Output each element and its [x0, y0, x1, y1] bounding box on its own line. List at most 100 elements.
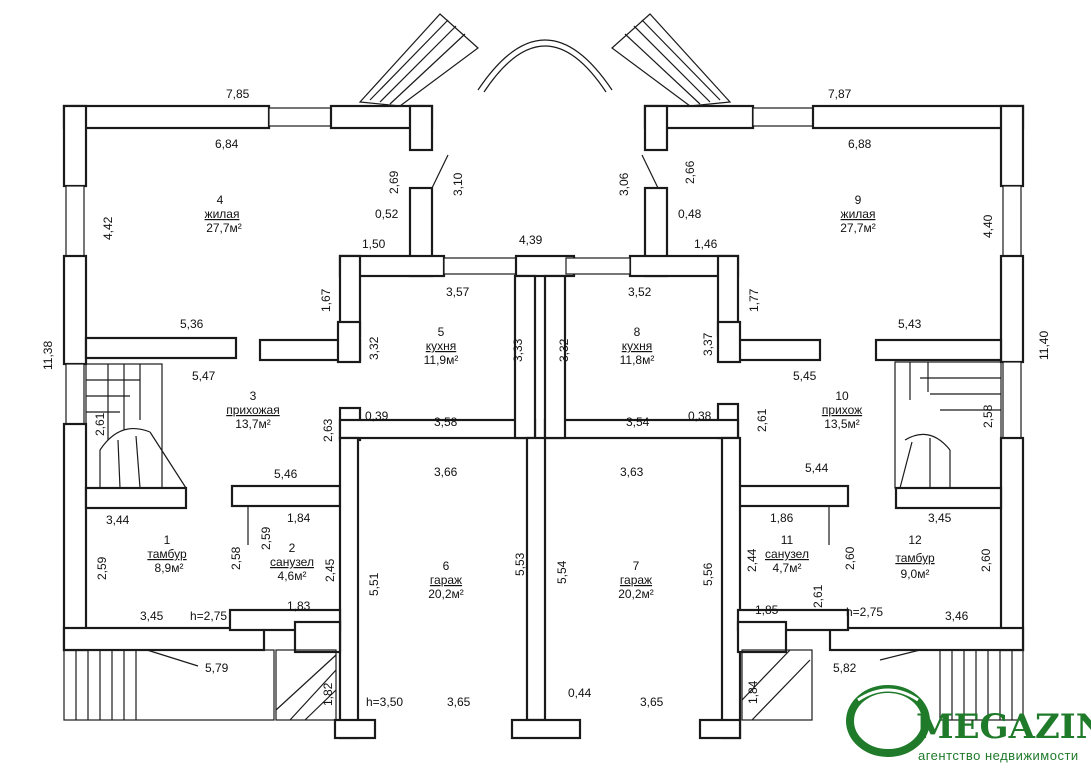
dim-label: 3,33: [511, 338, 525, 362]
svg-text:12: 12: [908, 533, 922, 547]
dim-label: 5,79: [205, 661, 229, 675]
svg-text:4,6м²: 4,6м²: [278, 569, 307, 583]
dim-label: 3,54: [626, 415, 650, 429]
dim-label: 5,44: [805, 461, 829, 475]
svg-text:жилая: жилая: [841, 207, 876, 221]
dim-label: 5,82: [833, 661, 857, 675]
dim-label: h=3,50: [366, 695, 403, 709]
svg-text:прихожая: прихожая: [226, 403, 279, 417]
svg-text:жилая: жилая: [205, 207, 240, 221]
entrance-steps-right: [741, 649, 1024, 721]
dim-label: 11,38: [41, 341, 55, 370]
dim-label: 1,67: [319, 288, 333, 312]
dim-label: 3,45: [928, 511, 952, 525]
dim-label: 2,60: [979, 548, 993, 572]
dim-label: 1,82: [321, 682, 335, 706]
svg-text:3: 3: [250, 389, 257, 403]
stairs-right: [894, 361, 1002, 489]
svg-text:1: 1: [164, 533, 171, 547]
dim-label: 5,45: [793, 369, 817, 383]
dim-label: 5,46: [274, 467, 298, 481]
dim-label: 5,43: [898, 317, 922, 331]
dim-label: 3,44: [106, 513, 130, 527]
svg-text:гараж: гараж: [430, 573, 462, 587]
dim-label: 7,85: [226, 87, 250, 101]
dim-label: 2,44: [745, 548, 759, 572]
dim-label: 3,06: [617, 172, 631, 196]
svg-text:11,9м²: 11,9м²: [424, 353, 459, 367]
svg-text:27,7м²: 27,7м²: [206, 221, 242, 235]
dim-label: 5,36: [180, 317, 204, 331]
logo-tagline: агентство недвижимости: [918, 748, 1079, 763]
dim-label: 3,32: [367, 336, 381, 360]
svg-text:8,9м²: 8,9м²: [155, 561, 184, 575]
dim-label: 2,63: [321, 418, 335, 442]
dim-label: 3,57: [446, 285, 470, 299]
dim-label: 0,44: [568, 686, 592, 700]
dim-label: 5,47: [192, 369, 216, 383]
svg-text:тамбур: тамбур: [147, 547, 187, 561]
dimensions: 7,85 7,87 6,84 6,88 11,38 11,40 4,42 4,4…: [41, 87, 1051, 709]
room-12: 12 тамбур 9,0м²: [895, 533, 935, 581]
svg-text:11: 11: [781, 533, 794, 547]
dim-label: 3,52: [628, 285, 652, 299]
dim-label: 2,66: [683, 160, 697, 184]
svg-text:6: 6: [443, 559, 450, 573]
dim-label: 7,87: [828, 87, 852, 101]
svg-text:санузел: санузел: [270, 555, 314, 569]
svg-text:кухня: кухня: [622, 339, 653, 353]
dim-label: 3,37: [701, 332, 715, 356]
dim-label: 1,85: [755, 603, 779, 617]
svg-text:санузел: санузел: [765, 547, 809, 561]
dim-label: 5,54: [555, 560, 569, 584]
walls-right: [543, 104, 1025, 740]
dim-label: 6,84: [215, 137, 239, 151]
dim-label: 0,39: [365, 409, 389, 423]
svg-text:9,0м²: 9,0м²: [901, 567, 930, 581]
dim-label: 3,10: [451, 172, 465, 196]
dim-label: h=2,75: [846, 605, 883, 619]
dim-label: 1,50: [362, 237, 386, 251]
dim-label: 2,61: [755, 408, 769, 432]
dim-label: 3,63: [620, 465, 644, 479]
dim-label: 0,38: [688, 409, 712, 423]
svg-text:4: 4: [217, 193, 224, 207]
svg-text:9: 9: [855, 193, 862, 207]
dim-label: 4,40: [981, 214, 995, 238]
stairs-left: [85, 363, 187, 489]
dim-label: 4,39: [519, 233, 543, 247]
dim-label: 11,40: [1037, 331, 1051, 360]
dim-label: 3,45: [140, 609, 164, 623]
dim-label: 2,60: [843, 546, 857, 570]
logo-brand: MEGAZIN: [916, 707, 1091, 747]
walls-left: [62, 104, 582, 740]
dim-label: 3,66: [434, 465, 458, 479]
dim-label: 2,58: [229, 546, 243, 570]
dim-label: 1,83: [287, 599, 311, 613]
dim-label: 1,84: [746, 680, 760, 704]
svg-text:10: 10: [835, 389, 849, 403]
svg-text:гараж: гараж: [620, 573, 652, 587]
dim-label: 1,77: [747, 288, 761, 312]
svg-text:тамбур: тамбур: [895, 551, 935, 565]
dim-label: 3,65: [640, 695, 664, 709]
dim-label: 6,88: [848, 137, 872, 151]
svg-text:20,2м²: 20,2м²: [618, 587, 654, 601]
dim-label: 2,61: [811, 584, 825, 608]
logo: MEGAZIN агентство недвижимости: [846, 685, 1091, 763]
svg-text:кухня: кухня: [426, 339, 457, 353]
svg-text:8: 8: [634, 325, 641, 339]
dim-label: 2,69: [387, 170, 401, 194]
svg-text:11,8м²: 11,8м²: [620, 353, 655, 367]
svg-text:27,7м²: 27,7м²: [840, 221, 876, 235]
